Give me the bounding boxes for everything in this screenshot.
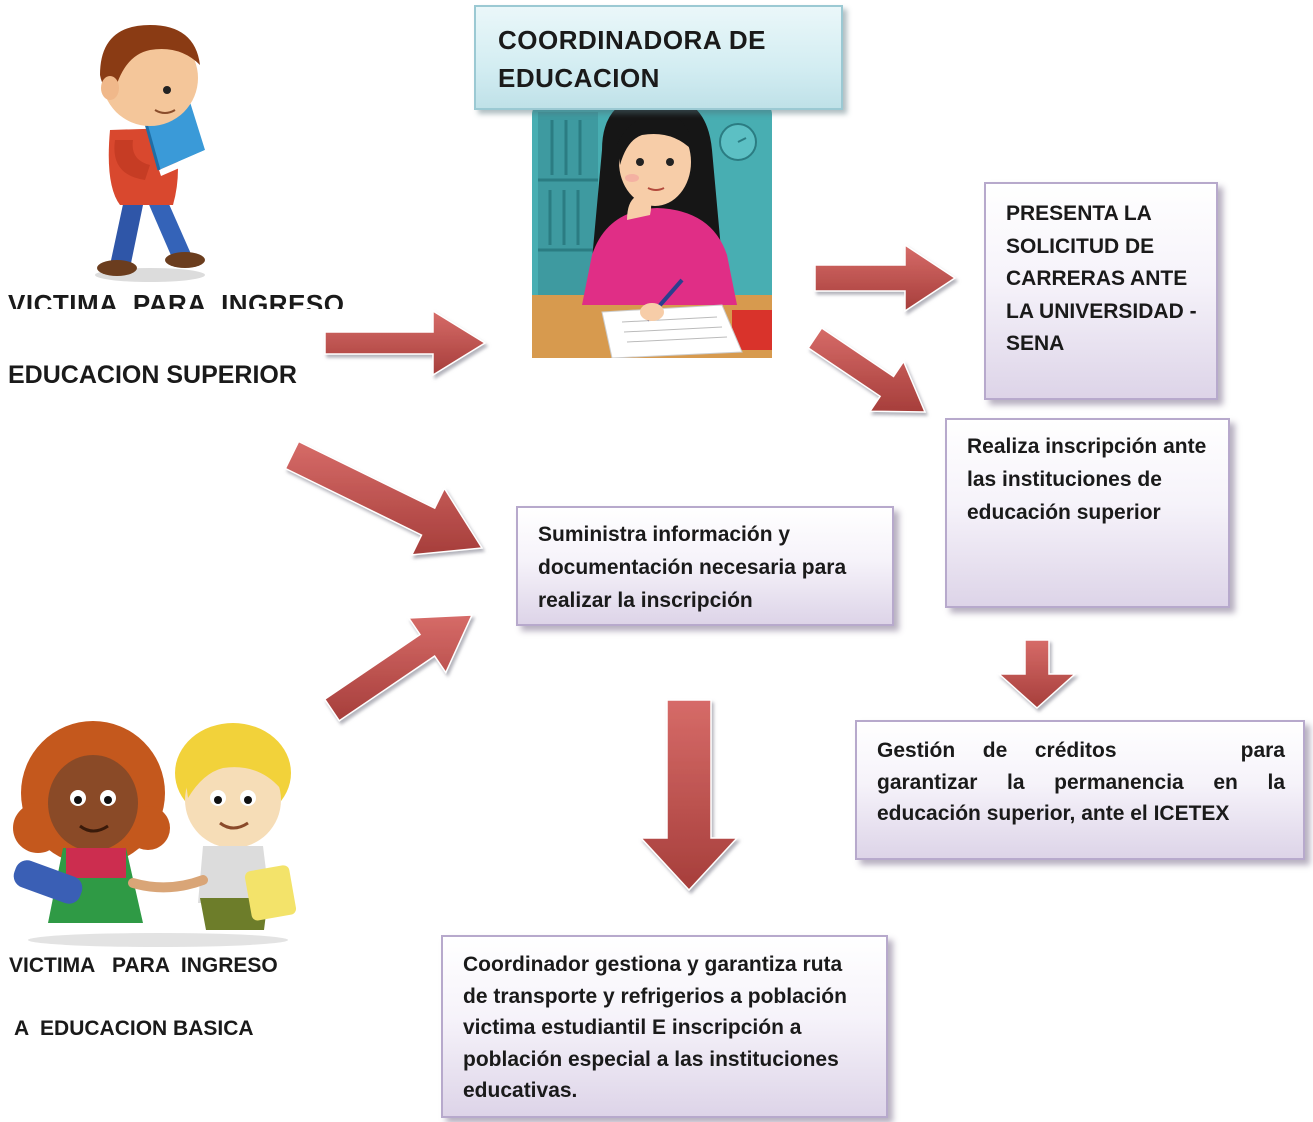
label-basic-line2: A EDUCACION BASICA	[14, 1017, 254, 1040]
arrow-higher-to-suministra	[284, 440, 484, 556]
presenta-solicitud-box: PRESENTA LA SOLICITUD DE CARRERAS ANTE L…	[984, 182, 1218, 400]
coordinador-gestiona-text: Coordinador gestiona y garantiza ruta de…	[463, 953, 847, 1102]
suministra-informacion-text: Suministra información y documentación n…	[538, 523, 847, 612]
gestion-creditos-text: Gestión de créditos para garantizar la p…	[877, 739, 1291, 825]
realiza-inscripcion-text: Realiza inscripción ante las institucion…	[967, 435, 1207, 524]
suministra-informacion-box: Suministra información y documentación n…	[516, 506, 894, 626]
arrow-basic-to-suministra	[323, 614, 474, 722]
coordinator-woman-illustration	[532, 90, 772, 358]
boy-reading-illustration	[95, 25, 207, 282]
label-higher-line2: EDUCACION SUPERIOR	[8, 361, 297, 389]
arrow-suministra-to-coordinador	[639, 699, 739, 892]
coordinadora-title-box: COORDINADORA DE EDUCACION	[474, 5, 843, 110]
gestion-creditos-box: Gestión de créditos para garantizar la p…	[855, 720, 1305, 860]
realiza-inscripcion-box: Realiza inscripción ante las institucion…	[945, 418, 1230, 608]
coordinador-gestiona-box: Coordinador gestiona y garantiza ruta de…	[441, 935, 888, 1118]
label-basic-line1: VICTIMA PARA INGRESO	[9, 954, 278, 977]
label-higher-line1: VICTIMA PARA INGRESO	[8, 289, 345, 309]
coordinadora-title-text: COORDINADORA DE EDUCACION	[498, 25, 766, 93]
arrow-coordinator-to-presenta	[814, 243, 957, 313]
children-illustration	[13, 721, 297, 947]
arrow-realiza-to-gestion	[997, 639, 1077, 710]
arrow-coordinator-to-realiza	[807, 326, 927, 413]
presenta-solicitud-text: PRESENTA LA SOLICITUD DE CARRERAS ANTE L…	[1006, 202, 1197, 355]
arrow-higher-to-coordinator	[324, 309, 487, 377]
